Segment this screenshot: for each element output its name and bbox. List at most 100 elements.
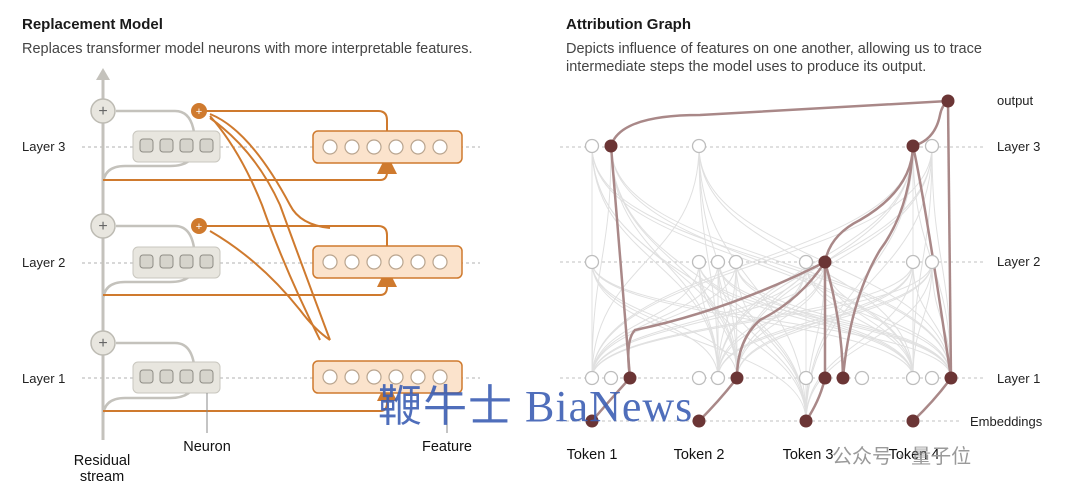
replacement-model-subtitle: Replaces transformer model neurons with … xyxy=(22,41,473,57)
faint-edge xyxy=(805,145,914,422)
neuron-boxes xyxy=(132,130,221,394)
feature-label: Feature xyxy=(422,439,472,455)
svg-text:+: + xyxy=(196,106,202,118)
inactive-feature-node xyxy=(905,370,921,386)
embeddings-label: Embeddings xyxy=(970,414,1043,429)
layer1-label-right: Layer 1 xyxy=(997,371,1040,386)
active-feature-node xyxy=(799,414,813,428)
qbitai-watermark: 公众号 · 量子位 xyxy=(832,444,972,468)
faint-edge xyxy=(591,145,952,379)
feature-circle xyxy=(410,254,426,270)
layer3-label-left: Layer 3 xyxy=(22,139,65,154)
inactive-feature-node xyxy=(691,138,707,154)
faint-edge xyxy=(736,261,826,379)
residual-label-line1: Residual xyxy=(74,453,130,469)
inactive-feature-node xyxy=(584,370,600,386)
attribution-graph-diagram: output Layer 3 Layer 2 Layer 1 Embedding… xyxy=(560,93,1043,463)
residual-add-nodes: + + + xyxy=(90,98,116,356)
faint-edge xyxy=(805,261,914,422)
inactive-feature-node xyxy=(905,254,921,270)
feature-flows xyxy=(103,110,397,412)
svg-text:+: + xyxy=(98,103,107,120)
token2-label: Token 2 xyxy=(674,447,725,463)
active-feature-node xyxy=(692,414,706,428)
layer3-label-right: Layer 3 xyxy=(997,139,1040,154)
attribution-graph-title: Attribution Graph xyxy=(566,16,691,33)
active-feature-node xyxy=(623,371,637,385)
feature-circle xyxy=(388,369,404,385)
inactive-feature-node xyxy=(603,370,619,386)
feature-circle xyxy=(388,139,404,155)
faint-edge xyxy=(805,261,952,379)
feature-circle xyxy=(344,254,360,270)
svg-text:+: + xyxy=(98,218,107,235)
inactive-feature-node xyxy=(854,370,870,386)
feature-circle xyxy=(432,139,448,155)
inactive-feature-node xyxy=(710,370,726,386)
feature-circles xyxy=(322,139,448,385)
inactive-feature-node xyxy=(924,370,940,386)
layer1-label-left: Layer 1 xyxy=(22,371,65,386)
inactive-feature-node xyxy=(798,370,814,386)
faint-edge xyxy=(698,261,807,422)
active-feature-node xyxy=(906,139,920,153)
feature-circle xyxy=(322,369,338,385)
faint-edge xyxy=(591,145,700,379)
layer2-label-right: Layer 2 xyxy=(997,254,1040,269)
feature-circle xyxy=(366,254,382,270)
inactive-feature-node xyxy=(728,254,744,270)
token4-label: Token 4 xyxy=(889,447,940,463)
feature-circle xyxy=(322,139,338,155)
token3-label: Token 3 xyxy=(783,447,834,463)
inactive-feature-node xyxy=(691,254,707,270)
attribution-graph-subtitle-line2: intermediate steps the model uses to pro… xyxy=(566,59,927,75)
faint-edge xyxy=(591,145,807,422)
graph-nodes xyxy=(584,94,958,428)
active-feature-node xyxy=(730,371,744,385)
svg-text:+: + xyxy=(98,335,107,352)
faint-edge xyxy=(698,145,807,422)
feature-add-nodes: + + xyxy=(191,103,207,234)
active-feature-node xyxy=(818,255,832,269)
feature-circle xyxy=(432,254,448,270)
feature-circle xyxy=(366,139,382,155)
faint-edge xyxy=(591,261,738,379)
neuron-label: Neuron xyxy=(183,439,231,455)
feature-circle xyxy=(322,254,338,270)
residual-stream-arrowhead xyxy=(96,68,110,80)
faint-edge xyxy=(610,145,952,379)
attribution-graph-subtitle-line1: Depicts influence of features on one ano… xyxy=(566,41,982,57)
faint-edge xyxy=(591,261,914,379)
feature-circle xyxy=(366,369,382,385)
inactive-feature-node xyxy=(798,254,814,270)
feature-circle xyxy=(388,254,404,270)
token1-label: Token 1 xyxy=(567,447,618,463)
faint-edge xyxy=(912,261,952,379)
active-feature-node xyxy=(836,371,850,385)
faint-edge xyxy=(591,261,807,422)
feature-circle xyxy=(344,139,360,155)
active-feature-node xyxy=(944,371,958,385)
inactive-feature-node xyxy=(924,138,940,154)
inactive-feature-node xyxy=(584,138,600,154)
svg-text:+: + xyxy=(196,221,202,233)
faint-edge xyxy=(591,145,719,379)
feature-circle xyxy=(410,139,426,155)
faint-edge xyxy=(717,261,914,379)
inactive-feature-node xyxy=(691,370,707,386)
faint-edge xyxy=(717,261,807,422)
faint-edge xyxy=(805,145,933,422)
inactive-feature-node xyxy=(924,254,940,270)
faint-edge xyxy=(805,261,933,422)
feature-circle xyxy=(410,369,426,385)
active-feature-node xyxy=(906,414,920,428)
active-feature-node xyxy=(585,414,599,428)
feature-circle xyxy=(432,369,448,385)
faint-edge xyxy=(698,145,719,379)
replacement-model-diagram: Layer 3 Layer 2 Layer 1 + + + xyxy=(22,68,480,485)
inactive-feature-node xyxy=(584,254,600,270)
faint-edge xyxy=(591,145,612,379)
faint-edge xyxy=(912,145,933,379)
faint-edge xyxy=(717,261,952,379)
